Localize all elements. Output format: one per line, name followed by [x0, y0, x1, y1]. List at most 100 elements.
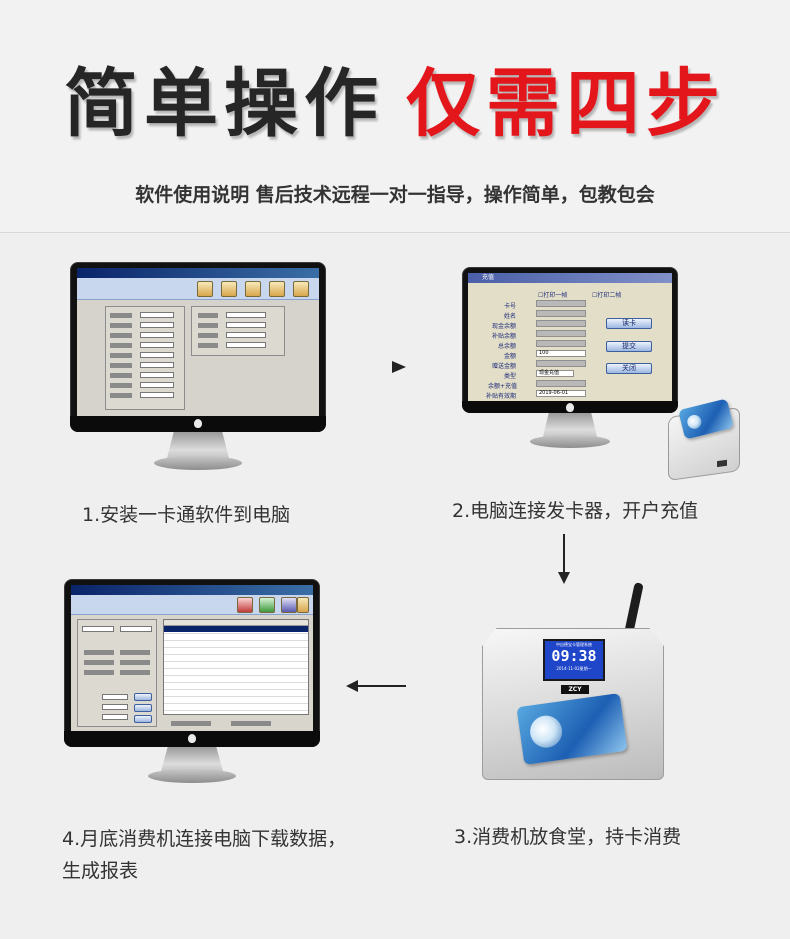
query-button[interactable]	[134, 693, 152, 701]
terminal-lcd-screen: 中自德宝卡管理系统 09:38 2014-11-02星期一	[543, 639, 605, 681]
date-to-field[interactable]	[120, 626, 152, 632]
toolbar-icon	[297, 597, 309, 613]
table-row-selected[interactable]	[164, 626, 308, 632]
print2-checkbox[interactable]: ☐打印二帧	[592, 292, 622, 299]
type-select[interactable]: 现金充值	[536, 370, 574, 377]
monitor-stand-base	[154, 456, 242, 470]
monitor-stand-base	[530, 435, 610, 448]
form-field	[140, 322, 174, 328]
label-card-no: 卡号	[504, 303, 517, 310]
step2-caption: 2.电脑连接发卡器，开户充值	[452, 500, 699, 522]
filter-field[interactable]	[102, 694, 128, 700]
print2-label: 打印二帧	[597, 292, 622, 299]
date-from-field[interactable]	[82, 626, 114, 632]
title-black: 简单操作	[64, 61, 384, 147]
arrow-right-icon	[392, 361, 406, 373]
window-titlebar	[77, 268, 319, 278]
option-label	[84, 660, 114, 665]
bonus-amount-field[interactable]	[536, 360, 586, 367]
arrow-down-icon	[558, 572, 570, 584]
option-label	[84, 650, 114, 655]
toolbar-icon	[221, 281, 237, 297]
toolbar-icon	[245, 281, 261, 297]
step3-caption: 3.消费机放食堂，持卡消费	[454, 826, 682, 848]
label-cash-balance: 现金余额	[492, 323, 517, 330]
window-toolbar	[71, 595, 313, 615]
arrow-left-line	[356, 685, 406, 687]
label-name: 姓名	[504, 313, 517, 320]
window-titlebar: 充值	[468, 273, 672, 283]
close-button[interactable]: 关闭	[606, 363, 652, 374]
lcd-time: 09:38	[551, 647, 597, 665]
header-divider	[0, 232, 790, 233]
balance-plus-recharge-field	[536, 380, 586, 387]
type-value: 现金充值	[539, 370, 560, 376]
submit-button[interactable]: 提交	[606, 341, 652, 352]
form-label	[110, 333, 132, 338]
expiry-date-value: 2019-06-01	[539, 390, 569, 396]
label-total-balance: 总余额	[498, 343, 517, 350]
step4-caption-line2: 生成报表	[62, 860, 139, 882]
usb-port-icon	[717, 459, 727, 468]
toolbar-icon	[293, 281, 309, 297]
amount-value: 100	[539, 350, 549, 356]
subsidy-balance-field	[536, 330, 586, 337]
step1-monitor	[70, 262, 326, 478]
amount-field[interactable]: 100	[536, 350, 586, 357]
toolbar-icon	[269, 281, 285, 297]
filter-panel	[77, 619, 157, 727]
form-label	[110, 373, 132, 378]
arrow-left-icon	[346, 680, 358, 692]
form-label	[198, 323, 218, 328]
step4-caption-line1: 4.月底消费机连接电脑下载数据，	[62, 828, 347, 850]
form-field	[140, 312, 174, 318]
lcd-date: 2014-11-02星期一	[556, 666, 592, 671]
card-no-field[interactable]	[536, 300, 586, 307]
lcd-title: 中自德宝卡管理系统	[556, 642, 592, 647]
name-field[interactable]	[536, 310, 586, 317]
form-field	[140, 392, 174, 398]
form-label	[110, 313, 132, 318]
step2-monitor: 充值 ☐打印一帧 ☐打印二帧 卡号 姓名 现金余额 补贴余额 总余额 金额 10…	[462, 267, 678, 457]
subsidy-expiry-date[interactable]: 2019-06-01	[536, 390, 586, 397]
window-titlebar	[71, 585, 313, 595]
apple-logo-icon	[194, 419, 202, 428]
form-field	[226, 342, 266, 348]
form-field	[140, 382, 174, 388]
form-label	[198, 313, 218, 318]
step1-caption: 1.安装一卡通软件到电脑	[82, 504, 291, 526]
label-bonus-amount: 赠送金额	[492, 363, 517, 370]
form-label	[198, 343, 218, 348]
label-amount: 金额	[504, 353, 517, 360]
filter-field[interactable]	[102, 714, 128, 720]
filter-field[interactable]	[102, 704, 128, 710]
step4-report-screen	[71, 585, 313, 731]
query-button[interactable]	[134, 704, 152, 712]
form-panel-right	[191, 306, 285, 356]
card-globe-icon	[685, 413, 703, 431]
form-label	[110, 383, 132, 388]
toolbar-icon	[237, 597, 253, 613]
card-globe-icon	[528, 713, 565, 750]
form-field	[140, 372, 174, 378]
print1-checkbox[interactable]: ☐打印一帧	[538, 292, 568, 299]
form-panel-left	[105, 306, 185, 410]
window-toolbar	[77, 278, 319, 300]
option-label	[120, 650, 150, 655]
toolbar-icon	[197, 281, 213, 297]
total-balance-field	[536, 340, 586, 347]
total-label	[171, 721, 211, 726]
toolbar-icon	[281, 597, 297, 613]
form-label	[198, 333, 218, 338]
read-card-button[interactable]: 读卡	[606, 318, 652, 329]
option-label	[120, 670, 150, 675]
label-subsidy-balance: 补贴余额	[492, 333, 517, 340]
label-type: 类型	[504, 373, 517, 380]
table-header	[164, 620, 308, 626]
cash-balance-field	[536, 320, 586, 327]
query-button[interactable]	[134, 715, 152, 723]
option-label	[120, 660, 150, 665]
form-label	[110, 343, 132, 348]
form-field	[140, 352, 174, 358]
form-label	[110, 353, 132, 358]
